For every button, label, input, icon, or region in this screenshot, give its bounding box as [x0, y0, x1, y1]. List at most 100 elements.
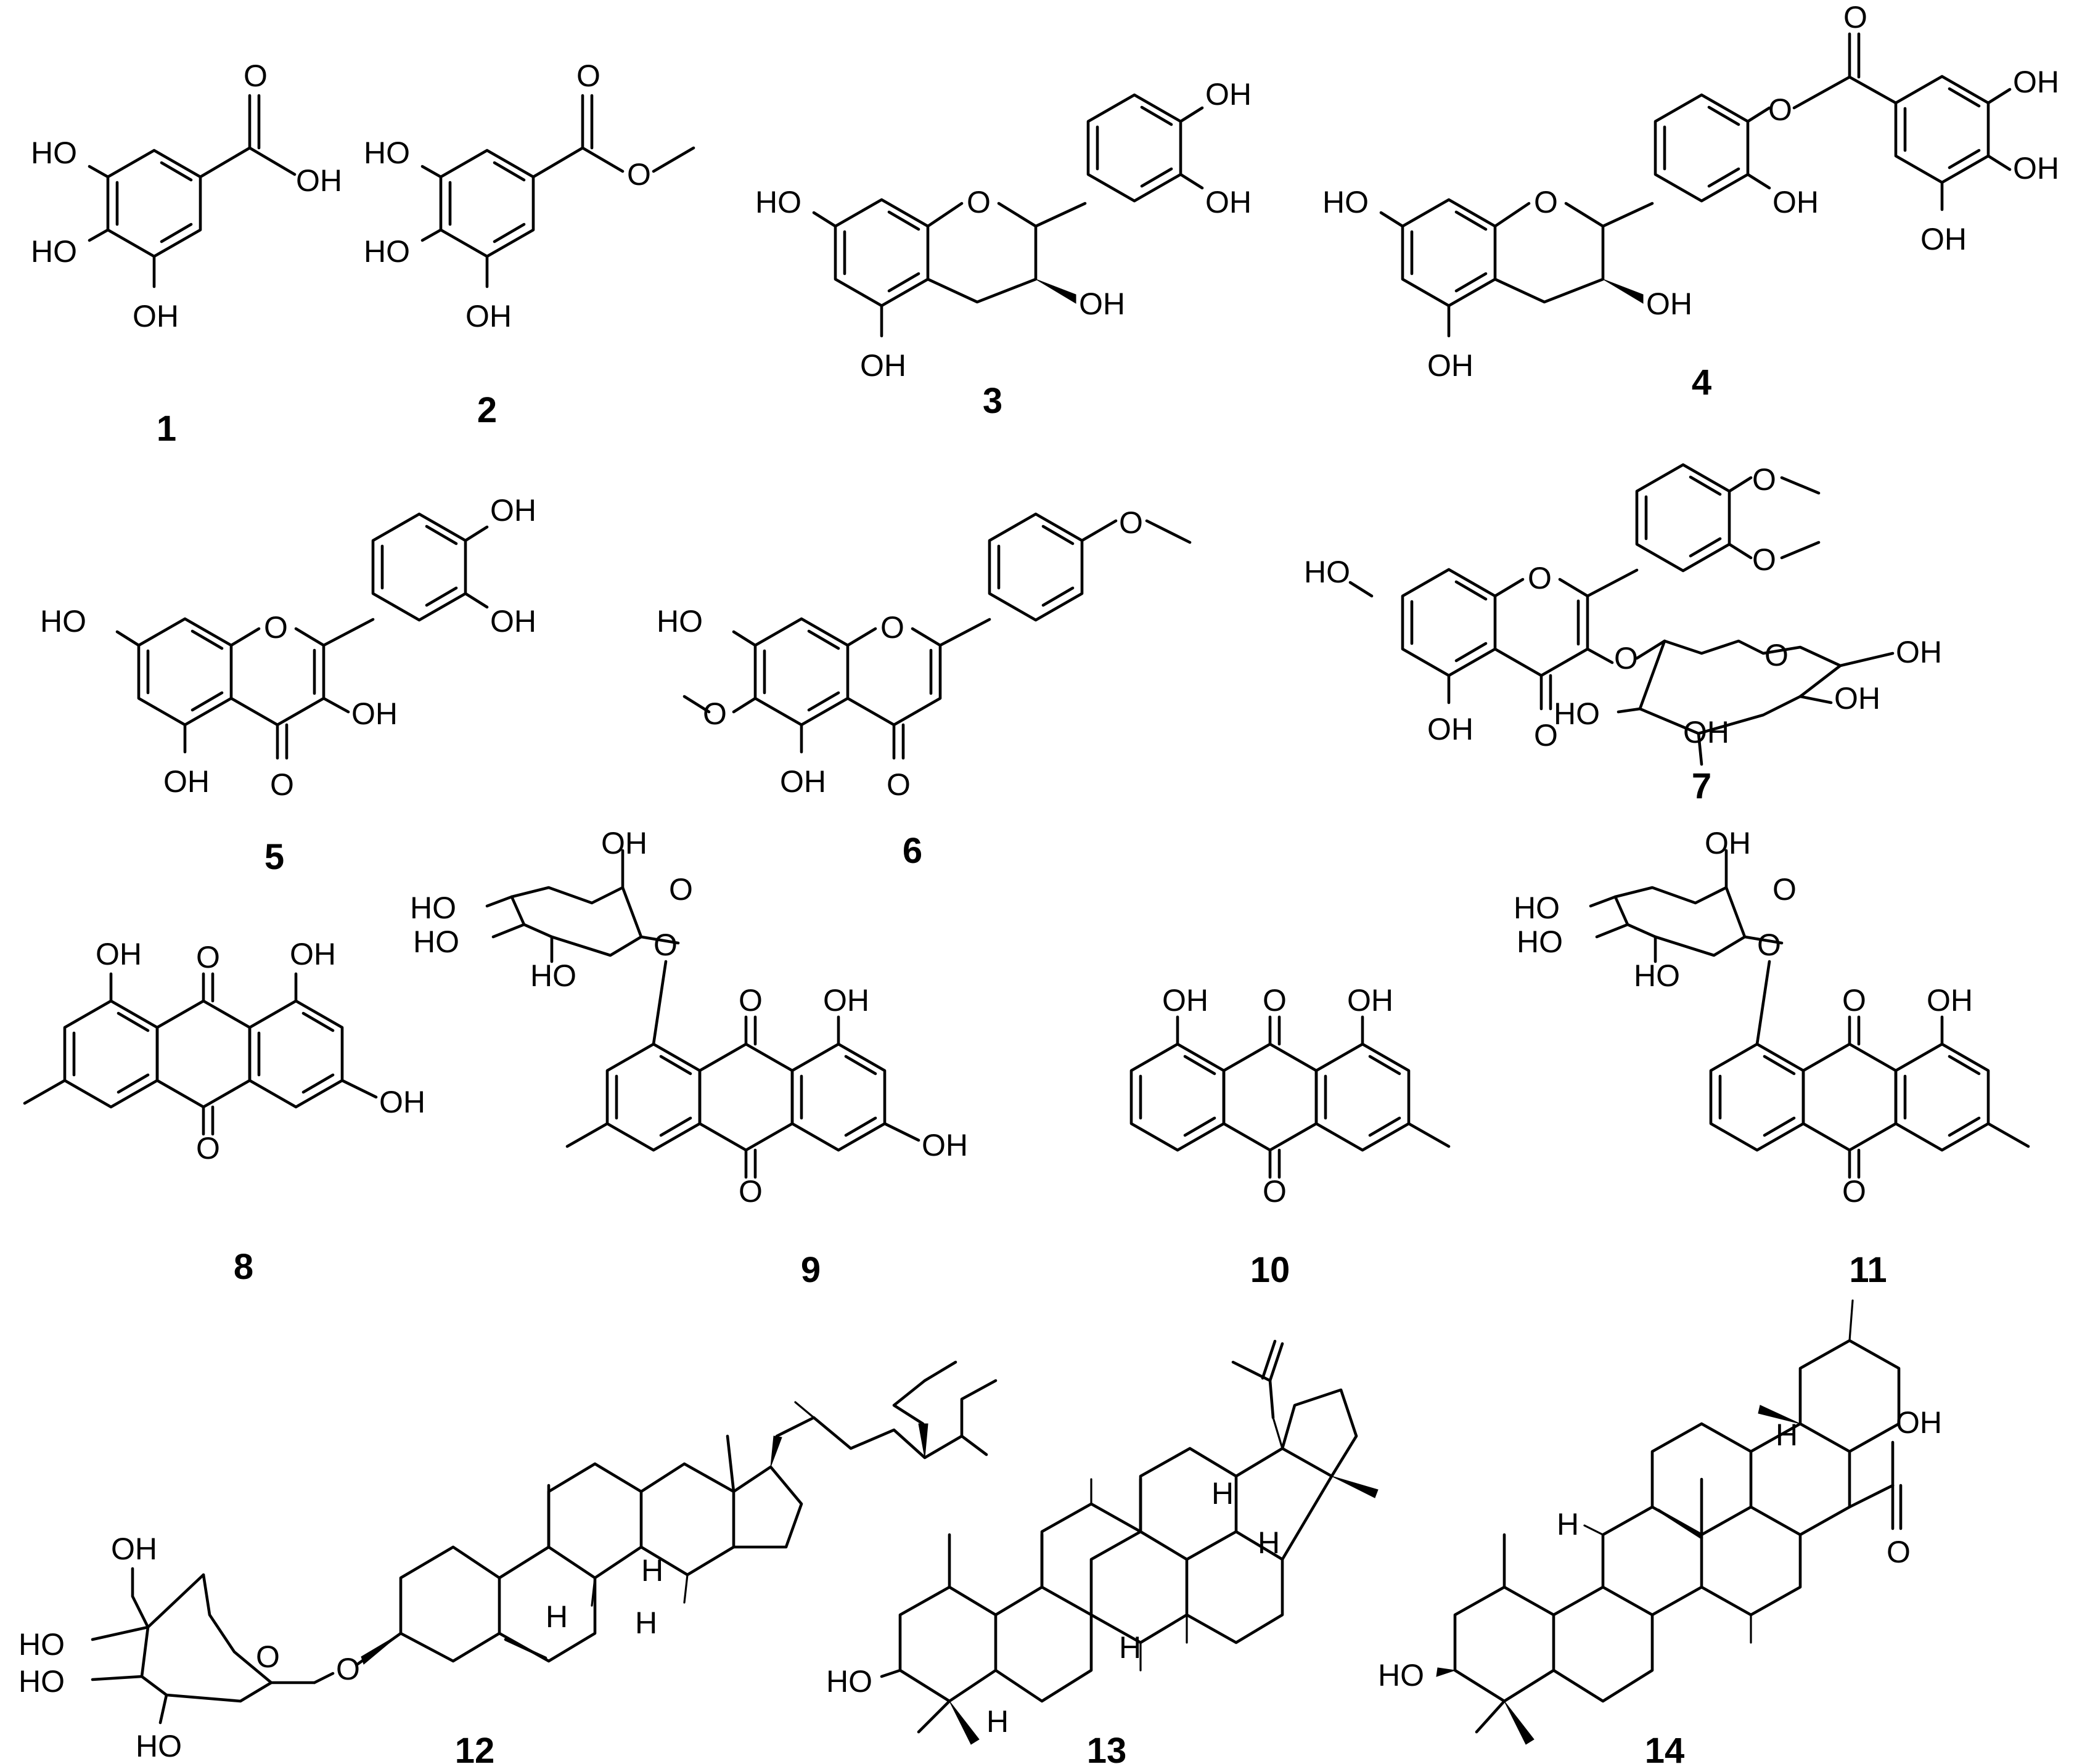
atom-label-ho: HO: [657, 604, 703, 639]
atom-label-o: O: [196, 940, 220, 974]
atom-label-h: H: [1119, 1630, 1141, 1665]
atom-label-ho: HO: [1514, 891, 1560, 925]
atom-label-ho: HO: [1554, 696, 1600, 731]
atom-label-oh: OH: [1427, 712, 1473, 746]
compound-14-structure: HO H H OH O: [1378, 1299, 1942, 1745]
atom-label-o: O: [1752, 462, 1776, 497]
atom-label-oh: OH: [490, 493, 536, 528]
compound-label-10: 10: [1250, 1250, 1290, 1290]
atom-label-oh: OH: [1896, 1405, 1942, 1440]
atom-label-oh: OH: [1927, 983, 1973, 1018]
atom-label-h: H: [635, 1606, 657, 1640]
atom-label-o: O: [1528, 561, 1552, 595]
atom-label-oh: OH: [1205, 185, 1252, 219]
atom-label-oh: OH: [111, 1532, 157, 1566]
atom-label-ho: HO: [413, 925, 459, 959]
atom-label-oh: OH: [465, 299, 512, 333]
atom-label-ho: HO: [40, 604, 86, 639]
compound-5-structure: O O OH OH OH HO OH: [40, 493, 536, 802]
atom-label-ho: HO: [410, 891, 456, 925]
atom-label-o: O: [703, 696, 727, 731]
atom-label-o: O: [1843, 0, 1867, 35]
atom-label-o: O: [1764, 638, 1789, 672]
atom-label-ho: HO: [530, 958, 576, 993]
atom-label-oh: OH: [296, 163, 342, 198]
atom-label-o: O: [1887, 1535, 1911, 1569]
atom-label-o: O: [1614, 641, 1638, 676]
atom-label-o: O: [669, 872, 693, 907]
atom-label-o: O: [1119, 505, 1143, 540]
atom-label-oh: OH: [1772, 185, 1819, 219]
atom-label-oh: OH: [780, 764, 826, 799]
compound-12-structure: O O OH HO HO HO H H H: [18, 1360, 998, 1763]
compound-10-structure: O O OH OH: [1131, 983, 1451, 1209]
atom-label-oh: OH: [1920, 222, 1967, 256]
atom-label-ho: HO: [755, 185, 801, 219]
atom-label-o: O: [739, 983, 763, 1018]
atom-label-h: H: [1776, 1418, 1798, 1452]
atom-label-oh: OH: [1205, 77, 1252, 112]
compound-3-structure: O OH OH OH HO OH: [755, 77, 1252, 383]
atom-label-oh: OH: [1646, 287, 1692, 321]
atom-label-oh: OH: [823, 983, 869, 1018]
atom-label-o: O: [336, 1652, 360, 1686]
atom-label-o: O: [627, 157, 651, 192]
atom-label-o: O: [196, 1131, 220, 1166]
atom-label-o: O: [256, 1639, 280, 1674]
atom-label-o: O: [654, 928, 678, 962]
atom-label-ho: HO: [136, 1729, 182, 1763]
atom-label-oh: OH: [96, 937, 142, 971]
atom-label-o: O: [1768, 92, 1792, 127]
atom-label-o: O: [1534, 185, 1558, 219]
compound-9-structure: O O O O OH OH OH HO HO HO: [410, 826, 968, 1209]
compound-4-structure: O O O OH OH OH OH OH HO OH: [1322, 0, 2059, 383]
atom-label-o: O: [1263, 983, 1287, 1018]
atom-label-ho: HO: [18, 1627, 65, 1662]
compound-label-8: 8: [234, 1247, 253, 1287]
atom-label-oh: OH: [1427, 348, 1473, 383]
atom-label-ho: HO: [1517, 925, 1563, 959]
atom-label-h: H: [546, 1599, 568, 1634]
atom-label-oh: OH: [290, 937, 336, 971]
compound-1-structure: O OH HO HO OH: [31, 59, 342, 333]
atom-label-ho: HO: [1378, 1658, 1424, 1693]
atom-label-o: O: [1263, 1174, 1287, 1209]
compound-label-11: 11: [1849, 1250, 1887, 1290]
atom-label-o: O: [967, 185, 991, 219]
atom-label-o: O: [887, 767, 911, 802]
atom-label-ho: HO: [31, 136, 77, 170]
compound-label-3: 3: [983, 381, 1002, 421]
atom-label-oh: OH: [2013, 65, 2059, 99]
atom-label-h: H: [1557, 1507, 1579, 1541]
atom-label-o: O: [576, 59, 600, 93]
atom-label-o: O: [1752, 542, 1776, 577]
atom-label-ho: HO: [1304, 555, 1350, 589]
atom-label-oh: OH: [922, 1128, 968, 1162]
atom-label-o: O: [244, 59, 268, 93]
atom-label-ho: HO: [364, 136, 410, 170]
compound-13-structure: HO H H H H: [826, 1339, 1379, 1745]
atom-label-h: H: [986, 1704, 1009, 1739]
atom-label-o: O: [1534, 718, 1558, 753]
atom-label-ho: HO: [18, 1664, 65, 1699]
atom-label-oh: OH: [163, 764, 210, 799]
compound-label-14: 14: [1645, 1731, 1685, 1764]
atom-label-oh: OH: [1162, 983, 1208, 1018]
compound-label-9: 9: [801, 1250, 821, 1290]
atom-label-o: O: [880, 610, 904, 645]
compound-label-4: 4: [1692, 362, 1711, 402]
atom-label-o: O: [1842, 1174, 1866, 1209]
atom-label-oh: OH: [379, 1085, 425, 1119]
atom-label-oh: OH: [860, 348, 906, 383]
compound-label-5: 5: [264, 837, 284, 877]
atom-label-ho: HO: [31, 234, 77, 269]
atom-label-o: O: [264, 610, 288, 645]
compound-11-structure: O O O O OH OH HO HO HO: [1514, 826, 2030, 1209]
atom-label-o: O: [739, 1174, 763, 1209]
atom-label-oh: OH: [1705, 826, 1751, 860]
atom-label-o: O: [1772, 872, 1797, 907]
atom-label-oh: OH: [1079, 287, 1125, 321]
atom-label-ho: HO: [1322, 185, 1369, 219]
atom-label-o: O: [1757, 928, 1781, 962]
